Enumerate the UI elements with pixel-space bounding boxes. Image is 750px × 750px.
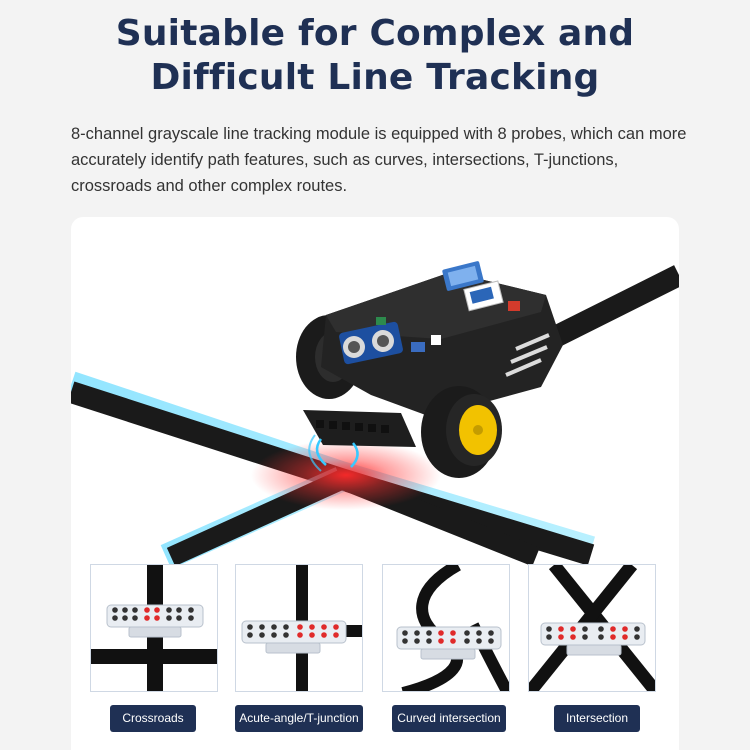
sensor-glow (251, 440, 441, 510)
scenario-card-curved-intersection (382, 564, 510, 692)
intersection-diagram (529, 565, 655, 691)
label-intersection: Intersection (554, 705, 640, 732)
sensor-probes (402, 630, 494, 644)
sensor-probes (247, 624, 339, 638)
robot-car (296, 261, 563, 478)
title-line-2: Difficult Line Tracking (150, 57, 600, 98)
label-t-junction: Acute-angle/T-junction (235, 705, 363, 732)
label-curved-intersection: Curved intersection (392, 705, 506, 732)
title-line-1: Suitable for Complex and (115, 13, 635, 54)
scenario-card-intersection (528, 564, 656, 692)
label-crossroads: Crossroads (110, 705, 196, 732)
curved-intersection-diagram (396, 565, 509, 691)
robot-car-illustration (71, 261, 679, 569)
description-text: 8-channel grayscale line tracking module… (71, 125, 687, 195)
crossroads-diagram (91, 565, 217, 691)
t-junction-diagram (241, 565, 362, 691)
scenario-card-crossroads (90, 564, 218, 692)
page-title: Suitable for Complex and Difficult Line … (0, 12, 750, 100)
sensor-probes (112, 607, 194, 621)
sensor-probes (546, 626, 640, 640)
scenario-card-t-junction (235, 564, 363, 692)
